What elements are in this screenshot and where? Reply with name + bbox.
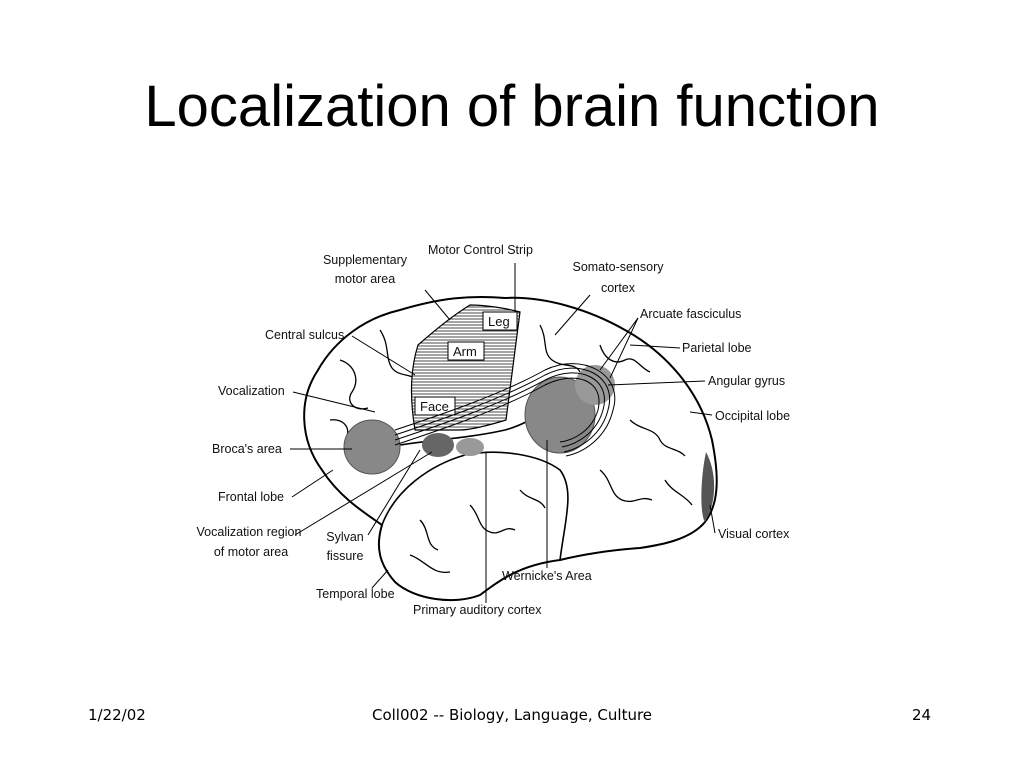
brocas-area-label: Broca's area — [212, 442, 282, 456]
face-label: Face — [420, 399, 449, 414]
primary-auditory-cortex-label: Primary auditory cortex — [413, 603, 542, 617]
temporal-lobe-contour — [381, 451, 569, 561]
parietal-lobe-label: Parietal lobe — [682, 341, 752, 355]
brain-outline — [303, 295, 718, 602]
somato-sensory-cortex-label-line2: cortex — [601, 281, 636, 295]
sylvan-fissure-label-line2: fissure — [327, 549, 364, 563]
frontal-lobe-label: Frontal lobe — [218, 490, 284, 504]
vocalization-motor-region — [422, 433, 454, 457]
leader-lines — [290, 263, 716, 603]
motor-control-strip-label: Motor Control Strip — [428, 243, 533, 257]
footer-course-title: Coll002 -- Biology, Language, Culture — [371, 706, 653, 724]
primary-auditory-region — [456, 438, 484, 456]
supplementary-motor-area-label-line2: motor area — [335, 272, 395, 286]
leg-label: Leg — [488, 314, 510, 329]
arm-label: Arm — [453, 344, 477, 359]
supplementary-motor-area-label-line1: Supplementary — [323, 253, 408, 267]
temporal-lobe-label: Temporal lobe — [316, 587, 395, 601]
central-sulcus-label: Central sulcus — [265, 328, 344, 342]
sylvan-fissure-label-line1: Sylvan — [326, 530, 364, 544]
slide-title: Localization of brain function — [144, 74, 880, 139]
arcuate-fasciculus-fibers — [394, 363, 616, 457]
arcuate-fasciculus-label: Arcuate fasciculus — [640, 307, 741, 321]
gyri — [329, 324, 693, 573]
footer-page-number: 24 — [912, 706, 932, 724]
visual-cortex-label: Visual cortex — [718, 527, 790, 541]
wernickes-area-region — [524, 376, 596, 454]
angular-gyrus-label: Angular gyrus — [708, 374, 785, 388]
brocas-area-region — [343, 419, 401, 475]
footer-date: 1/22/02 — [88, 706, 146, 724]
vocalization-region-label-line1: Vocalization region — [197, 525, 302, 539]
vocalization-label: Vocalization — [218, 384, 285, 398]
somato-sensory-cortex-label-line1: Somato-sensory — [572, 260, 664, 274]
wernickes-area-label: Wernicke's Area — [502, 569, 592, 583]
vocalization-region-label-line2: of motor area — [214, 545, 288, 559]
visual-cortex-region — [701, 452, 715, 522]
occipital-lobe-label: Occipital lobe — [715, 409, 790, 423]
